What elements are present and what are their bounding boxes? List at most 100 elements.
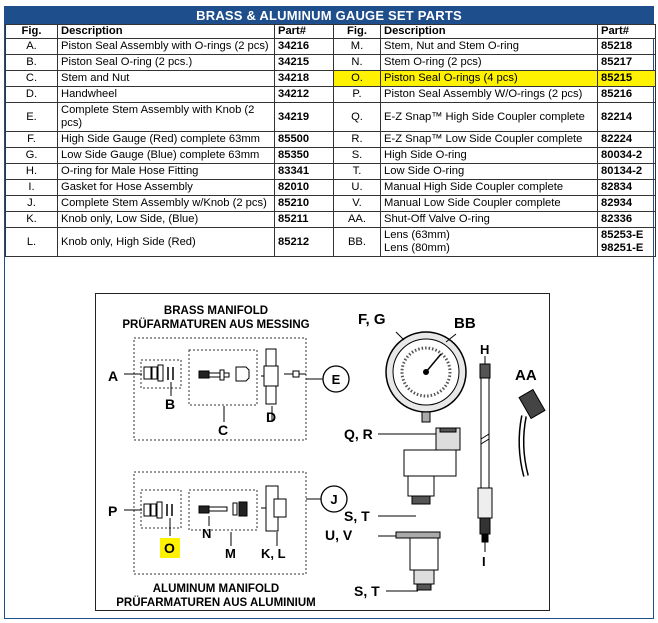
part-cell: 82214	[597, 102, 656, 132]
part-cell: 34218	[274, 70, 334, 87]
part-cell: 85216	[597, 86, 656, 103]
label-j: J	[330, 492, 337, 507]
label-i: I	[482, 554, 486, 569]
fig-cell: G.	[5, 147, 58, 164]
part-cell: 85500	[274, 131, 334, 148]
description-cell: E-Z Snap™ Low Side Coupler complete	[380, 131, 598, 148]
description-cell: Handwheel	[57, 86, 275, 103]
description-cell: Piston Seal Assembly W/O-rings (2 pcs)	[380, 86, 598, 103]
header-fig-right: Fig.	[333, 24, 381, 39]
description-cell: Gasket for Hose Assembly	[57, 179, 275, 196]
label-o-highlight	[160, 538, 180, 558]
brass-manifold-box	[133, 337, 307, 441]
gauge-icon	[385, 331, 467, 423]
handwheel-icon	[261, 348, 279, 405]
table-row: K. Knob only, Low Side, (Blue) 85211 AA.…	[5, 211, 656, 228]
table-row: F. High Side Gauge (Red) complete 63mm 8…	[5, 131, 656, 148]
table-row: A. Piston Seal Assembly with O-rings (2 …	[5, 38, 656, 55]
label-n: N	[202, 526, 211, 541]
fig-cell: I.	[5, 179, 58, 196]
part-cell: 85218	[597, 38, 656, 55]
description-cell: Complete Stem Assembly w/Knob (2 pcs)	[57, 195, 275, 212]
fg-leader-line	[395, 331, 405, 341]
alu-stem-icon	[198, 501, 248, 517]
part-cell: 80134-2	[597, 163, 656, 180]
fig-cell: J.	[5, 195, 58, 212]
o-ring-icon	[167, 367, 174, 380]
description-cell: Complete Stem Assembly with Knob (2 pcs)	[57, 102, 275, 132]
exploded-parts-diagram: BRASS MANIFOLD PRÜFARMATUREN AUS MESSING	[95, 293, 550, 611]
piston-seal-assembly-icon	[143, 364, 164, 382]
description-cell-highlighted: Piston Seal O-rings (4 pcs)	[380, 70, 598, 87]
fig-cell: D.	[5, 86, 58, 103]
diagram-svg: BRASS MANIFOLD PRÜFARMATUREN AUS MESSING	[108, 305, 546, 609]
shut-off-valve-icon	[518, 388, 546, 477]
fig-cell: H.	[5, 163, 58, 180]
stem-and-nut-icon	[198, 366, 250, 382]
table-row: H. O-ring for Male Hose Fitting 83341 T.…	[5, 163, 656, 180]
header-part-left: Part#	[274, 24, 334, 39]
lens-80-part: 98251-E	[601, 242, 644, 254]
table-row: C. Stem and Nut 34218 O. Piston Seal O-r…	[5, 70, 656, 87]
alu-o-ring-icon	[166, 504, 173, 516]
label-b: B	[165, 396, 175, 412]
label-qr: Q, R	[344, 426, 373, 442]
description-cell: High Side O-ring	[380, 147, 598, 164]
fig-cell: M.	[333, 38, 381, 55]
fig-cell: R.	[333, 131, 381, 148]
label-uv: U, V	[325, 527, 353, 543]
lens-63-label: Lens (63mm)	[384, 229, 450, 241]
description-cell: Low Side O-ring	[380, 163, 598, 180]
fig-cell: Q.	[333, 102, 381, 132]
fig-cell: BB.	[333, 227, 381, 257]
part-cell: 34215	[274, 54, 334, 71]
label-p: P	[108, 503, 117, 519]
lens-63-part: 85253-E	[601, 229, 644, 241]
fig-cell: C.	[5, 70, 58, 87]
fig-cell: U.	[333, 179, 381, 196]
part-cell: 85210	[274, 195, 334, 212]
lens-80-label: Lens (80mm)	[384, 242, 450, 254]
parts-table: Fig. Description Part# Fig. Description …	[5, 24, 656, 257]
label-fg: F, G	[358, 311, 386, 328]
part-cell: 80034-2	[597, 147, 656, 164]
part-cell: 34219	[274, 102, 334, 132]
table-row: I. Gasket for Hose Assembly 82010 U. Man…	[5, 179, 656, 196]
fig-cell: B.	[5, 54, 58, 71]
fig-cell: AA.	[333, 211, 381, 228]
j-callout-circle	[320, 485, 348, 513]
header-description-left: Description	[57, 24, 275, 39]
table-row: E. Complete Stem Assembly with Knob (2 p…	[5, 102, 656, 132]
description-cell: E-Z Snap™ High Side Coupler complete	[380, 102, 598, 132]
header-description-right: Description	[380, 24, 598, 39]
description-cell: Stem O-ring (2 pcs)	[380, 54, 598, 71]
part-cell: 85212	[274, 227, 334, 257]
part-cell: 82834	[597, 179, 656, 196]
brass-title-en: BRASS MANIFOLD	[164, 305, 268, 317]
label-aa: AA	[515, 367, 537, 384]
description-cell: High Side Gauge (Red) complete 63mm	[57, 131, 275, 148]
sheet-title: BRASS & ALUMINUM GAUGE SET PARTS	[5, 7, 653, 24]
part-cell: 34212	[274, 86, 334, 103]
fig-cell: P.	[333, 86, 381, 103]
table-row: G. Low Side Gauge (Blue) complete 63mm 8…	[5, 147, 656, 164]
label-h: H	[480, 342, 489, 357]
header-fig-left: Fig.	[5, 24, 58, 39]
part-cell: 85217	[597, 54, 656, 71]
hose-icon	[477, 363, 493, 543]
description-cell: Manual High Side Coupler complete	[380, 179, 598, 196]
alu-stem-box	[188, 489, 258, 531]
part-cell: 82336	[597, 211, 656, 228]
complete-stem-icon	[284, 370, 306, 378]
label-d: D	[266, 409, 276, 425]
part-cell: 34216	[274, 38, 334, 55]
part-cell-highlighted: 85215	[597, 70, 656, 87]
description-cell: Piston Seal Assembly with O-rings (2 pcs…	[57, 38, 275, 55]
fig-cell-highlighted: O.	[333, 70, 381, 87]
label-m: M	[225, 546, 236, 561]
part-cell: 82010	[274, 179, 334, 196]
alu-title-en: ALUMINUM MANIFOLD	[153, 583, 279, 595]
e-callout-circle	[322, 365, 350, 393]
fig-cell: A.	[5, 38, 58, 55]
part-cell: 85211	[274, 211, 334, 228]
